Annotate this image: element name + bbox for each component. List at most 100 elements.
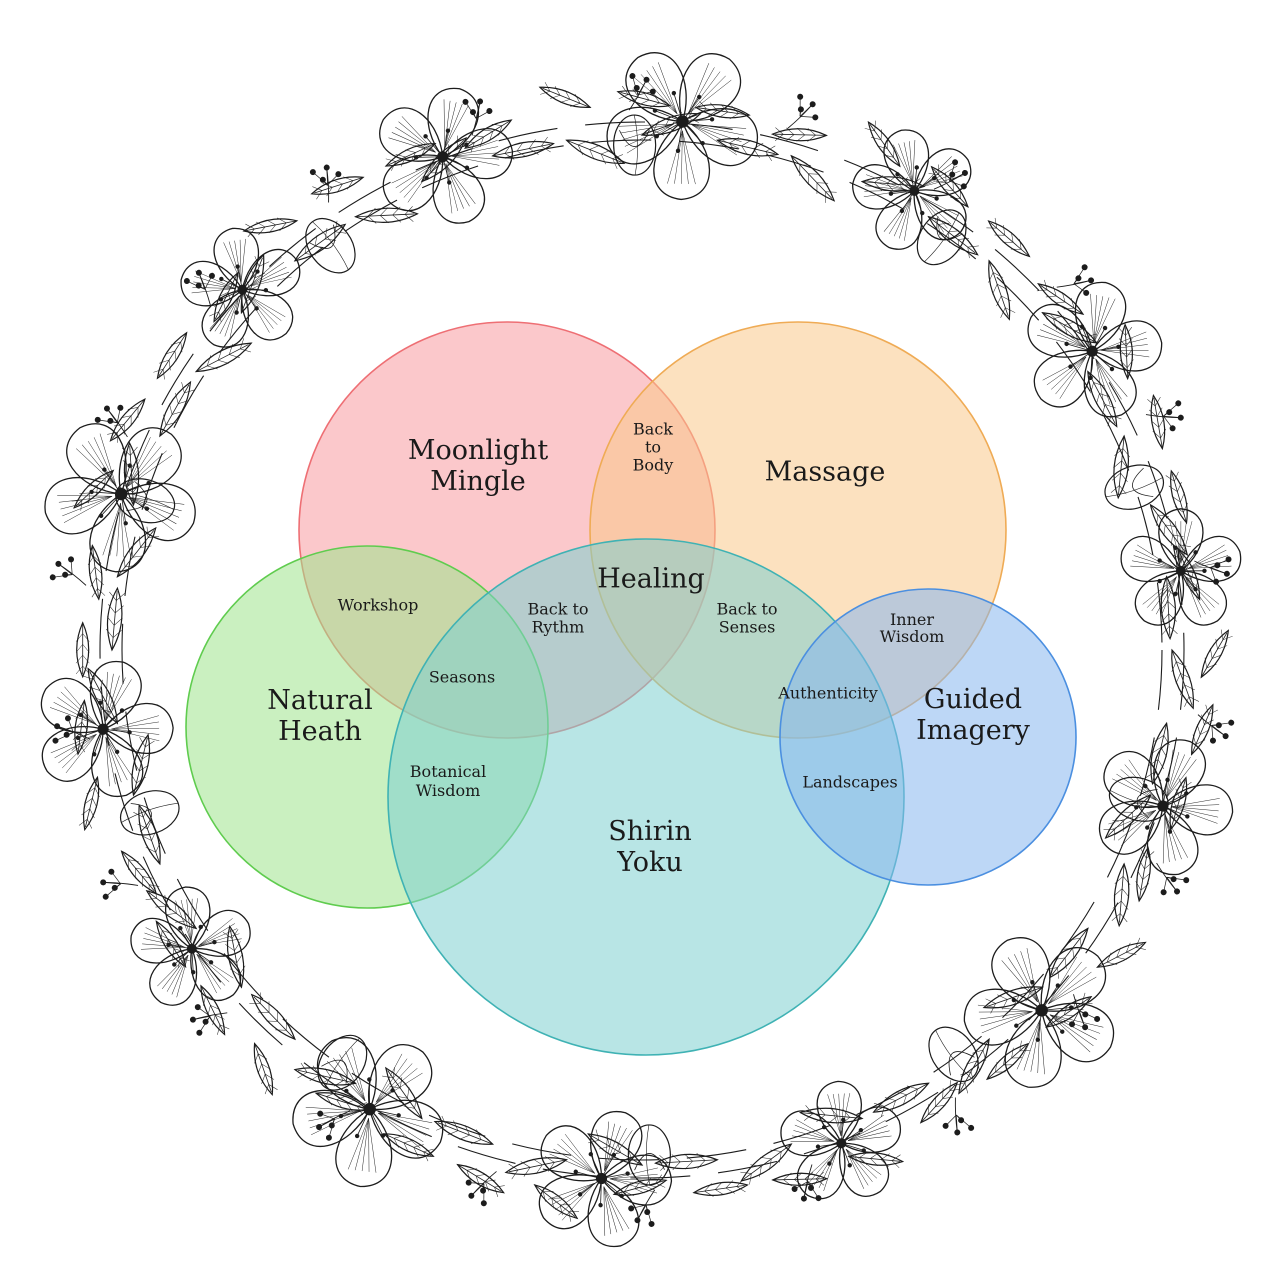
leaf-icon bbox=[1165, 469, 1188, 525]
berry-sprig-icon bbox=[787, 93, 819, 129]
circle-guided-imagery bbox=[779, 588, 1077, 886]
leaf-icon bbox=[654, 1153, 719, 1171]
leaf-icon bbox=[872, 1082, 930, 1117]
flower-icon bbox=[852, 129, 972, 250]
leaf-icon bbox=[771, 1171, 829, 1187]
leaf-icon bbox=[770, 127, 828, 142]
leaf-icon bbox=[740, 1143, 793, 1185]
leaf-icon bbox=[798, 1105, 864, 1125]
leaf-icon bbox=[1135, 846, 1155, 903]
leaf-icon bbox=[988, 259, 1016, 321]
leaf-icon bbox=[919, 1080, 961, 1124]
label-authenticity: Authenticity bbox=[777, 684, 877, 703]
leaf-icon bbox=[538, 82, 592, 108]
leaf-icon bbox=[864, 120, 901, 168]
leaf-icon bbox=[159, 380, 196, 438]
wreath-stem bbox=[121, 139, 1163, 1161]
leaf-icon bbox=[1111, 862, 1131, 928]
flower-icon bbox=[606, 52, 759, 201]
leaf-icon bbox=[433, 1115, 495, 1145]
berry-sprig-icon bbox=[465, 1171, 497, 1207]
berry-sprig-icon bbox=[183, 269, 215, 306]
berry-sprig-icon bbox=[100, 868, 139, 900]
leaf-icon bbox=[75, 621, 90, 679]
berry-sprig-icon bbox=[189, 1004, 228, 1036]
leaf-icon bbox=[1171, 648, 1200, 710]
flower-icon bbox=[538, 1110, 673, 1248]
label-seasons: Seasons bbox=[429, 668, 495, 687]
bud-icon bbox=[613, 114, 657, 176]
floral-wreath-decoration bbox=[40, 52, 1242, 1248]
leaf-icon bbox=[194, 338, 253, 373]
leaf-icon bbox=[456, 1163, 505, 1197]
leaf-icon bbox=[130, 733, 155, 797]
berry-sprig-icon bbox=[94, 404, 128, 438]
leaf-icon bbox=[310, 176, 365, 200]
flower-icon bbox=[780, 1080, 902, 1200]
leaf-icon bbox=[1145, 721, 1170, 786]
berry-sprig-icon bbox=[1156, 862, 1190, 896]
leaf-icon bbox=[382, 1066, 423, 1120]
leaf-icon bbox=[253, 1042, 278, 1096]
leaf-icon bbox=[153, 331, 188, 380]
berry-sprig-icon bbox=[942, 1097, 975, 1136]
label-massage: Massage bbox=[765, 457, 886, 488]
leaf-icon bbox=[1041, 312, 1099, 348]
venn-circles bbox=[185, 321, 1077, 1056]
berry-sprig-icon bbox=[1056, 264, 1095, 296]
bud-icon bbox=[1104, 464, 1165, 510]
leaf-icon bbox=[242, 217, 299, 238]
label-healing: Healing bbox=[597, 564, 705, 595]
bud-icon bbox=[928, 1026, 979, 1083]
leaf-icon bbox=[71, 469, 115, 511]
berry-sprig-icon bbox=[309, 164, 342, 203]
leaf-icon bbox=[249, 992, 296, 1041]
leaf-icon bbox=[382, 1133, 435, 1162]
berry-sprig-icon bbox=[1145, 400, 1184, 432]
flower-icon bbox=[963, 937, 1115, 1088]
leaf-icon bbox=[1200, 629, 1233, 679]
leaf-icon bbox=[1147, 393, 1166, 451]
leaf-icon bbox=[87, 544, 106, 601]
berry-sprig-icon bbox=[49, 556, 87, 586]
flower-icon bbox=[40, 660, 174, 798]
bud-icon bbox=[916, 209, 967, 266]
leaf-icon bbox=[533, 1183, 580, 1222]
leaf-icon bbox=[105, 586, 125, 652]
berry-sprig-icon bbox=[316, 1110, 351, 1141]
berry-sprig-icon bbox=[933, 159, 968, 190]
bud-icon bbox=[305, 217, 356, 274]
leaf-icon bbox=[1118, 323, 1134, 381]
flower-icon bbox=[1098, 739, 1234, 875]
flower-icon bbox=[44, 423, 196, 573]
flower-icon bbox=[1027, 281, 1163, 418]
leaf-icon bbox=[200, 984, 230, 1036]
leaf-icon bbox=[120, 850, 160, 896]
leaf-icon bbox=[78, 775, 100, 832]
leaf-icon bbox=[1159, 575, 1178, 641]
leaf-icon bbox=[790, 154, 837, 203]
wreath-stem bbox=[99, 121, 1185, 1179]
leaf-icon bbox=[133, 804, 161, 866]
label-workshop: Workshop bbox=[338, 596, 419, 615]
leaf-icon bbox=[565, 139, 626, 169]
leaf-icon bbox=[116, 526, 160, 578]
leaf-icon bbox=[354, 206, 419, 224]
leaf-icon bbox=[1110, 434, 1131, 500]
bud-icon bbox=[119, 790, 180, 836]
flower-icon bbox=[292, 1037, 444, 1188]
leaf-icon bbox=[692, 1178, 749, 1197]
flower-icon bbox=[379, 87, 514, 224]
label-landscapes: Landscapes bbox=[802, 773, 897, 792]
